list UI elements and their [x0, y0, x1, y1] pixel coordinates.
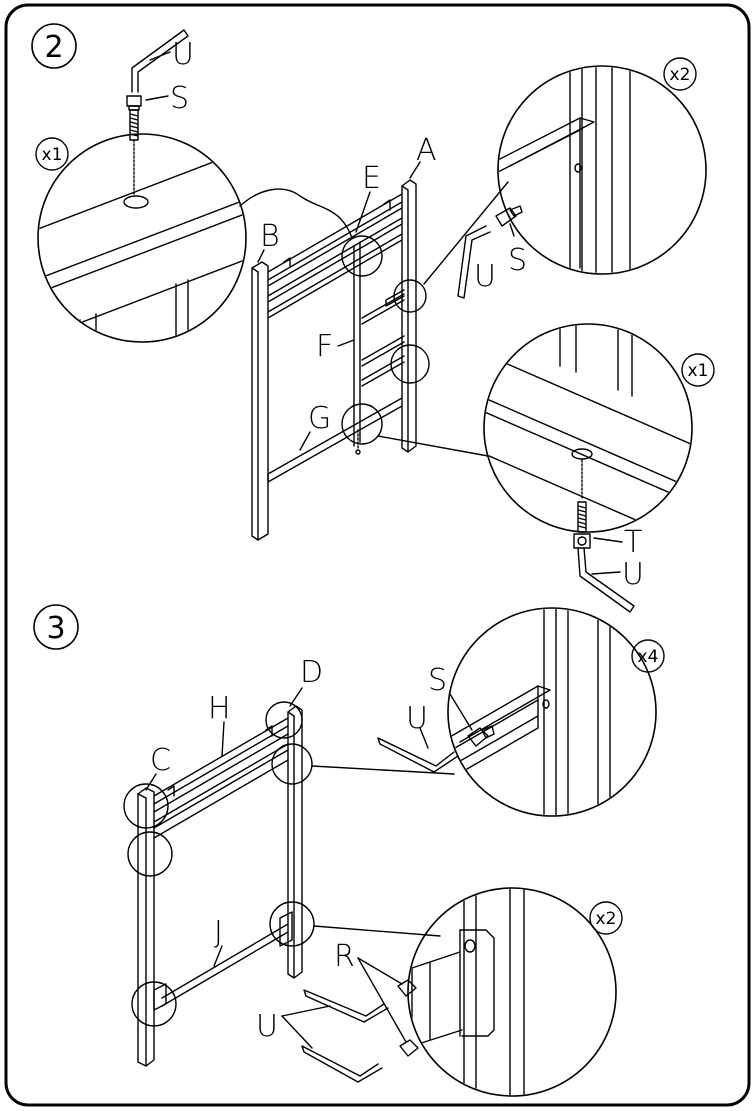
step-3-number: 3 — [46, 611, 65, 646]
allen-key-u-right — [457, 225, 491, 299]
detail-marker-right-lower — [390, 344, 430, 384]
label-d: D — [300, 655, 323, 690]
screw-s-step3 — [467, 725, 495, 747]
step-2-badge — [31, 23, 77, 69]
allen-key-u-top — [131, 29, 189, 93]
detail-marker-left-mid — [127, 831, 173, 877]
allen-key-u-step3 — [377, 737, 459, 773]
callout-3-2: x2 — [596, 909, 617, 929]
label-r: R — [334, 939, 355, 974]
leader-zoom-5 — [313, 925, 441, 937]
zoom-detail-5: x2 — [407, 887, 623, 1097]
leader-zoom-1 — [239, 188, 353, 239]
detail-marker-right-upper — [393, 279, 427, 313]
detail-marker-right-low — [269, 901, 315, 947]
callout-2-1: x1 — [42, 145, 63, 165]
allen-key-u-bottom — [577, 547, 635, 613]
screw-s-right — [495, 205, 523, 227]
label-u-top: U — [172, 37, 194, 72]
label-t: T — [624, 525, 642, 560]
label-b: B — [260, 219, 280, 254]
callout-2-3: x1 — [688, 361, 709, 381]
label-s-top: S — [170, 81, 189, 116]
label-u-right: U — [474, 259, 496, 294]
callout-3-1: x4 — [638, 647, 659, 667]
step-3: 3 — [33, 604, 665, 1097]
screw-t — [573, 501, 591, 549]
leader-zoom-4 — [311, 765, 455, 775]
label-s-right: S — [508, 243, 527, 278]
label-u-step3: U — [406, 701, 428, 736]
label-j: J — [214, 915, 223, 950]
leader-zoom-3 — [377, 435, 489, 457]
allen-key-u-lower — [301, 1045, 383, 1083]
callout-2-2: x2 — [670, 65, 691, 85]
label-h: H — [208, 691, 231, 726]
zoom-detail-2: x2 — [497, 57, 707, 275]
detail-marker-d — [265, 701, 303, 739]
step-2: 2 — [31, 23, 715, 613]
screw-s-top — [126, 95, 142, 141]
leader-zoom-2 — [423, 181, 509, 285]
label-f: F — [316, 329, 333, 364]
step-3-badge — [33, 604, 79, 650]
page-border — [4, 3, 751, 1107]
label-g: G — [308, 401, 331, 436]
step-2-number: 2 — [44, 30, 63, 65]
zoom-detail-4: x4 — [447, 607, 665, 817]
label-a: A — [416, 133, 437, 168]
detail-marker-top — [341, 235, 383, 277]
zoom-detail-1: x1 — [35, 133, 247, 343]
allen-key-u-upper — [303, 989, 389, 1023]
detail-marker-c — [123, 783, 169, 829]
label-u-pair: U — [256, 1009, 278, 1044]
detail-marker-left-low — [131, 981, 177, 1027]
label-c: C — [150, 743, 171, 778]
label-e: E — [362, 161, 381, 196]
headboard-frame-step2 — [251, 179, 417, 541]
detail-marker-right-mid — [271, 743, 313, 785]
label-u-bottom: U — [622, 557, 644, 592]
detail-marker-bottom — [341, 403, 383, 445]
zoom-detail-3: x1 — [483, 323, 715, 533]
label-s-step3: S — [428, 663, 447, 698]
